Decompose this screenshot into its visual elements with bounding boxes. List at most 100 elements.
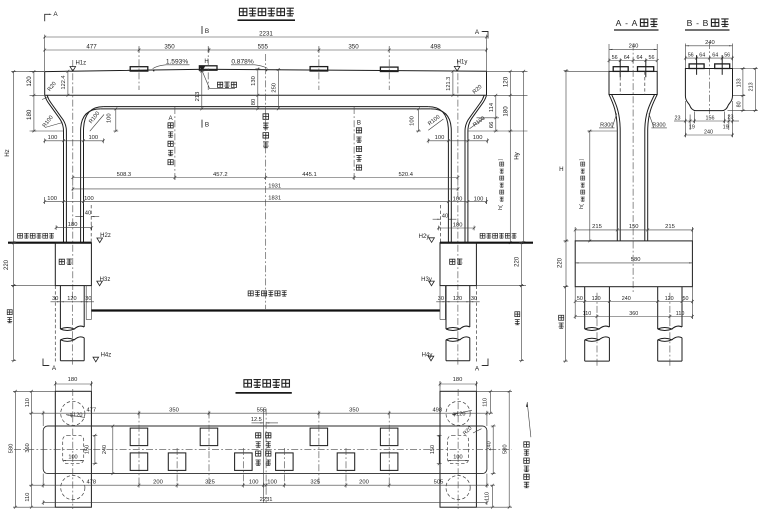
- svg-text:-: -: [696, 18, 699, 28]
- svg-text:150: 150: [85, 445, 91, 454]
- svg-text:150: 150: [629, 224, 639, 230]
- svg-text:350: 350: [349, 407, 359, 413]
- svg-text:100: 100: [47, 196, 57, 202]
- svg-text:133: 133: [736, 78, 742, 87]
- svg-text:110: 110: [482, 398, 488, 407]
- svg-text:213: 213: [749, 82, 755, 91]
- svg-text:1831: 1831: [268, 196, 281, 202]
- svg-text:2231: 2231: [260, 497, 273, 503]
- svg-text:580: 580: [631, 257, 641, 263]
- svg-text:φ120: φ120: [453, 411, 466, 417]
- svg-text:R20: R20: [47, 81, 58, 93]
- svg-text:A: A: [53, 11, 58, 18]
- svg-text:250: 250: [271, 83, 277, 93]
- svg-text:56: 56: [649, 55, 655, 61]
- svg-text:555: 555: [257, 407, 267, 413]
- svg-text:64: 64: [699, 53, 705, 59]
- svg-text:580: 580: [9, 444, 15, 454]
- svg-text:0.878%: 0.878%: [231, 58, 254, 65]
- svg-text:64: 64: [624, 55, 630, 61]
- svg-text:220: 220: [4, 259, 10, 270]
- svg-text:445.1: 445.1: [302, 172, 317, 178]
- svg-text:121.3: 121.3: [446, 77, 452, 91]
- svg-text:A: A: [475, 29, 480, 36]
- svg-text:23: 23: [728, 114, 734, 120]
- svg-text:120: 120: [592, 296, 601, 302]
- svg-text:180: 180: [68, 377, 78, 383]
- svg-text:100: 100: [473, 135, 483, 141]
- svg-text:240: 240: [486, 441, 492, 450]
- svg-text:R300: R300: [600, 122, 613, 128]
- svg-text:180: 180: [68, 222, 78, 228]
- svg-text:R300: R300: [652, 122, 665, 128]
- svg-text:130: 130: [251, 76, 257, 86]
- svg-text:64: 64: [712, 53, 718, 59]
- svg-text:555: 555: [258, 43, 269, 50]
- svg-text:A: A: [52, 365, 57, 372]
- svg-text:56: 56: [688, 53, 694, 59]
- svg-text:100: 100: [453, 197, 463, 203]
- svg-text:498: 498: [432, 407, 442, 413]
- svg-text:240: 240: [705, 40, 715, 46]
- svg-text:): ): [498, 158, 504, 160]
- svg-text:240: 240: [629, 44, 639, 50]
- svg-text:H3z: H3z: [100, 277, 111, 283]
- svg-text:240: 240: [102, 445, 108, 454]
- svg-text:100: 100: [453, 454, 462, 460]
- svg-text:100: 100: [410, 116, 416, 126]
- svg-text:100: 100: [88, 135, 98, 141]
- svg-text:19: 19: [723, 125, 729, 131]
- svg-text:100: 100: [474, 197, 484, 203]
- svg-text:H1z: H1z: [75, 60, 86, 66]
- svg-text:110: 110: [583, 311, 592, 317]
- svg-text:19: 19: [689, 125, 695, 131]
- svg-text:110: 110: [484, 492, 490, 501]
- svg-text:360: 360: [629, 311, 638, 317]
- svg-text:110: 110: [676, 311, 685, 317]
- svg-text:B: B: [687, 18, 693, 28]
- svg-text:180: 180: [26, 109, 33, 120]
- svg-text:-: -: [625, 18, 628, 28]
- svg-text:120: 120: [453, 296, 462, 302]
- svg-text:23: 23: [675, 115, 681, 121]
- svg-text:457.2: 457.2: [213, 172, 228, 178]
- svg-text:200: 200: [359, 479, 369, 485]
- svg-text:A: A: [475, 366, 480, 373]
- svg-text:H1y: H1y: [457, 60, 468, 66]
- svg-text:220: 220: [515, 256, 521, 267]
- svg-text:477: 477: [86, 407, 96, 413]
- svg-text:66: 66: [489, 122, 495, 128]
- svg-text:2231: 2231: [259, 30, 273, 37]
- svg-text:H2z: H2z: [100, 233, 111, 239]
- svg-text:100: 100: [267, 479, 277, 485]
- svg-text:1931: 1931: [268, 183, 281, 189]
- svg-text:B: B: [205, 121, 209, 128]
- svg-text:Hz: Hz: [4, 149, 11, 157]
- svg-text:80: 80: [736, 101, 742, 107]
- svg-text:120: 120: [67, 296, 76, 302]
- svg-text:64: 64: [637, 55, 643, 61]
- svg-text:56: 56: [612, 55, 618, 61]
- svg-text:1.593%: 1.593%: [166, 58, 189, 65]
- svg-text:56: 56: [724, 53, 730, 59]
- svg-text:508.3: 508.3: [117, 172, 132, 178]
- svg-text:220: 220: [558, 257, 564, 268]
- svg-text:φ120: φ120: [70, 413, 83, 419]
- svg-text:498: 498: [430, 43, 441, 50]
- svg-text:156: 156: [706, 115, 715, 121]
- svg-text:100: 100: [249, 479, 259, 485]
- svg-text:150: 150: [430, 445, 436, 454]
- svg-text:R20: R20: [462, 426, 473, 437]
- svg-text:12.5: 12.5: [251, 417, 262, 423]
- svg-text:40: 40: [85, 211, 91, 217]
- svg-text:477: 477: [86, 43, 97, 50]
- svg-text:B: B: [205, 28, 209, 35]
- svg-text:110: 110: [25, 493, 31, 502]
- svg-text:30: 30: [471, 296, 477, 302]
- svg-text:H4z: H4z: [101, 353, 112, 359]
- svg-text:478: 478: [86, 479, 96, 485]
- svg-text:350: 350: [169, 407, 179, 413]
- svg-text:180: 180: [453, 222, 463, 228]
- svg-text:180: 180: [502, 106, 509, 117]
- svg-text:215: 215: [665, 224, 675, 230]
